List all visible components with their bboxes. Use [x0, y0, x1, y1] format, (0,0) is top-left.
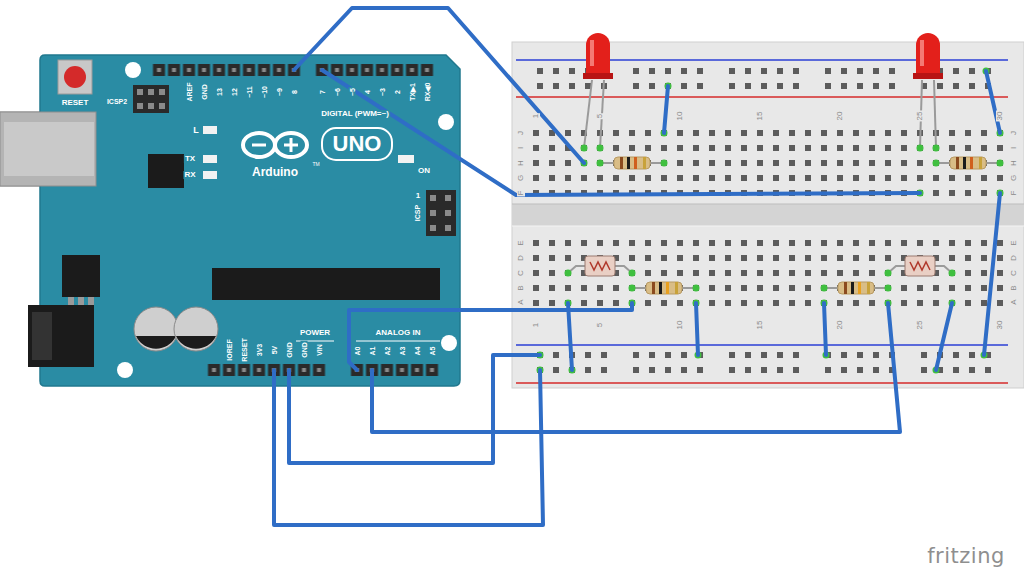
pin-label: ~10 — [261, 85, 268, 99]
row-letter: E — [1010, 239, 1018, 246]
column-number: 1 — [532, 322, 540, 328]
column-number: 20 — [836, 320, 844, 331]
button-label: RESET — [61, 99, 90, 107]
row-letter: A — [517, 298, 525, 305]
pin-label: AREF — [186, 81, 193, 102]
resistor-symbol — [936, 157, 1000, 169]
header-label: ICSP2 — [106, 98, 128, 105]
column-number: 10 — [676, 320, 684, 331]
row-letter: D — [1010, 254, 1018, 262]
photocell — [568, 256, 632, 276]
pin-label: ~9 — [276, 87, 283, 97]
pin-label: GND — [201, 83, 208, 101]
pin-label: IOREF — [226, 338, 233, 361]
column-number: 5 — [596, 113, 604, 119]
led-label: ON — [417, 167, 431, 175]
resistor-symbol — [824, 282, 888, 294]
column-number: 30 — [996, 320, 1004, 331]
jumper-wire — [274, 8, 1000, 525]
pin-label: A4 — [414, 346, 421, 357]
pin-label: RX◀0 — [424, 82, 431, 103]
pin-label: 2 — [394, 89, 401, 95]
arduino-board — [0, 55, 460, 386]
connected-hole — [537, 68, 1004, 374]
trademark: TM — [311, 162, 320, 167]
row-letter: B — [1010, 284, 1018, 291]
column-number: 15 — [756, 320, 764, 331]
row-letter: B — [517, 284, 525, 291]
resistor-symbol — [632, 282, 696, 294]
header-label: POWER — [299, 329, 331, 337]
row-letter: F — [1010, 190, 1018, 197]
header-label: DIGITAL (PWM=~) — [320, 110, 390, 118]
pin-label: A3 — [399, 346, 406, 357]
pin-label: TX▶1 — [409, 82, 416, 102]
column-number: 25 — [916, 111, 924, 122]
led — [583, 33, 613, 148]
photocell — [888, 256, 952, 276]
board-logo: Arduino — [251, 166, 299, 178]
pin-label: RESET — [241, 337, 248, 362]
pin-label: 4 — [364, 89, 371, 95]
column-number: 30 — [996, 111, 1004, 122]
led — [913, 33, 943, 148]
led-label: RX — [183, 171, 196, 179]
row-letter: C — [1010, 269, 1018, 277]
row-letter: G — [517, 174, 525, 182]
pin-label: A0 — [354, 346, 361, 357]
pin-label: 13 — [216, 87, 223, 97]
column-number: 20 — [836, 111, 844, 122]
pin-label: GND — [301, 341, 308, 359]
pin-label: 3V3 — [256, 343, 263, 357]
header-label: 1 — [415, 192, 421, 200]
row-letter: H — [1010, 159, 1018, 167]
led-label: L — [192, 126, 200, 135]
row-letter: I — [517, 146, 525, 150]
pin-label: A2 — [384, 346, 391, 357]
pin-label: ~11 — [246, 85, 253, 99]
column-number: 5 — [596, 322, 604, 328]
row-letter: D — [517, 254, 525, 262]
pin-label: VIN — [316, 343, 323, 357]
header-label: ANALOG IN — [375, 329, 422, 337]
column-number: 25 — [916, 320, 924, 331]
row-letter: E — [517, 239, 525, 246]
row-letter: H — [517, 159, 525, 167]
row-letter: C — [517, 269, 525, 277]
resistor-symbol — [600, 157, 664, 169]
row-letter: J — [1010, 130, 1018, 136]
board-model: UNO — [332, 133, 383, 155]
row-letter: A — [1010, 298, 1018, 305]
row-letter: F — [517, 190, 525, 197]
pin-label: 12 — [231, 87, 238, 97]
pin-label: ~6 — [334, 87, 341, 97]
column-number: 15 — [756, 111, 764, 122]
pin-label: 8 — [291, 89, 298, 95]
row-letter: J — [517, 130, 525, 136]
pin-label: ~3 — [379, 87, 386, 97]
pin-label: 5V — [271, 345, 278, 356]
breadboard — [512, 42, 1024, 388]
row-letter: G — [1010, 174, 1018, 182]
column-number: 10 — [676, 111, 684, 122]
pin-label: ~5 — [349, 87, 356, 97]
led-label: TX — [184, 155, 196, 163]
row-letter: I — [1010, 146, 1018, 150]
column-number: 1 — [532, 113, 540, 119]
pin-label: GND — [286, 341, 293, 359]
pin-label: A1 — [369, 346, 376, 357]
header-label: ICSP — [414, 204, 421, 222]
watermark: fritzing — [926, 546, 1006, 567]
pin-label: 7 — [319, 89, 326, 95]
pin-label: A5 — [429, 346, 436, 357]
